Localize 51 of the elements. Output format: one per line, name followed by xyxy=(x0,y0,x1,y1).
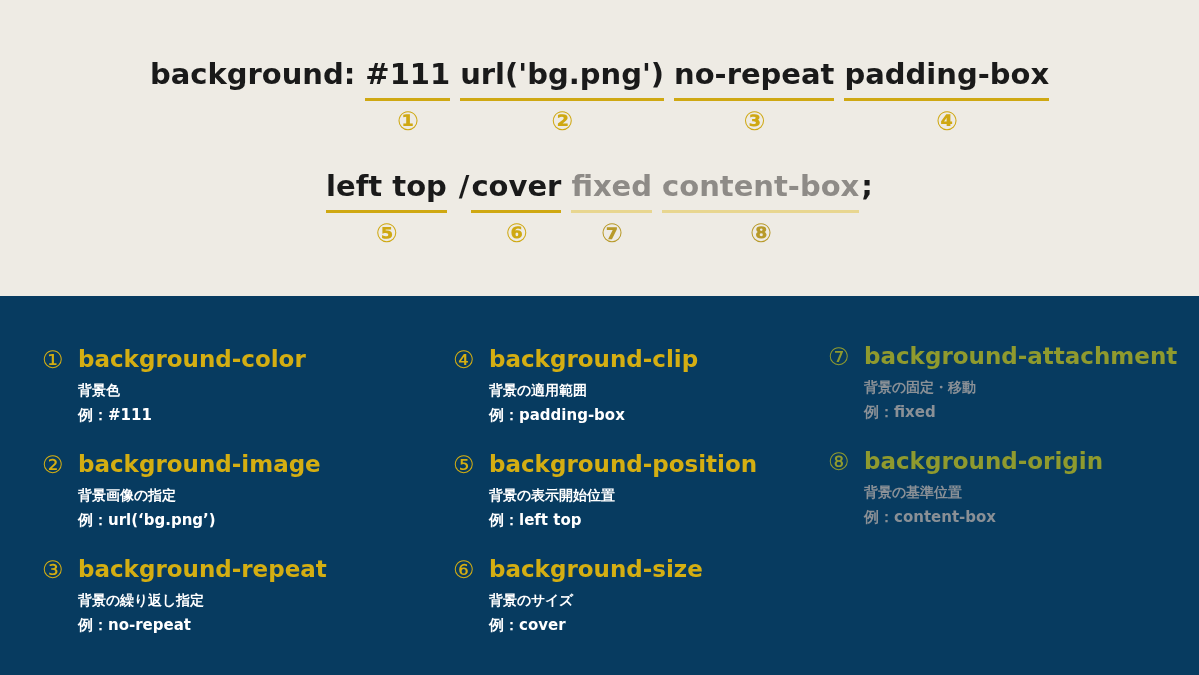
property-name: background-position xyxy=(489,450,758,479)
callout-number: ⑥ xyxy=(453,556,475,584)
callout-number: ② xyxy=(42,451,64,479)
callout-number: ⑤ xyxy=(375,219,398,247)
callout-number: ① xyxy=(396,107,419,135)
property-name: background-size xyxy=(489,555,703,584)
property-description: 背景のサイズ xyxy=(489,591,573,610)
callout-number: ③ xyxy=(42,556,64,584)
property-description: 背景の適用範囲 xyxy=(489,381,587,400)
property-description: 背景の表示開始位置 xyxy=(489,486,615,505)
code-token: no-repeat xyxy=(674,56,835,93)
code-token: fixed xyxy=(571,168,653,205)
callout-number: ⑤ xyxy=(453,451,475,479)
callout-number: ② xyxy=(551,107,574,135)
code-token: background: xyxy=(149,56,356,93)
callout-number: ⑥ xyxy=(505,219,528,247)
callout-number: ⑧ xyxy=(828,448,850,476)
callout-number: ④ xyxy=(935,107,958,135)
code-token: / xyxy=(458,168,470,205)
property-name: background-origin xyxy=(864,447,1104,476)
property-name: background-clip xyxy=(489,345,699,374)
example-value: 例：no-repeat xyxy=(78,615,191,635)
example-value: 例：left top xyxy=(489,510,582,530)
code-token: padding-box xyxy=(844,56,1050,93)
example-value: 例：fixed xyxy=(864,402,936,422)
property-description: 背景の基準位置 xyxy=(864,483,962,502)
property-description: 背景色 xyxy=(78,381,120,400)
code-token: cover xyxy=(471,168,562,205)
example-value: 例：cover xyxy=(489,615,566,635)
code-token: url('bg.png') xyxy=(460,56,665,93)
code-token: ; xyxy=(861,168,873,205)
callout-number: ⑧ xyxy=(749,219,772,247)
callout-number: ④ xyxy=(453,346,475,374)
property-description: 背景画像の指定 xyxy=(78,486,176,505)
code-token: content-box xyxy=(662,168,860,205)
property-name: background-color xyxy=(78,345,306,374)
example-value: 例：padding-box xyxy=(489,405,625,425)
property-description: 背景の繰り返し指定 xyxy=(78,591,204,610)
callout-number: ⑦ xyxy=(600,219,623,247)
callout-number: ③ xyxy=(743,107,766,135)
code-token: #111 xyxy=(365,56,451,93)
callout-number: ⑦ xyxy=(828,343,850,371)
example-value: 例：content-box xyxy=(864,507,996,527)
example-value: 例：#111 xyxy=(78,405,152,425)
code-token: left top xyxy=(326,168,447,205)
example-value: 例：url(‘bg.png’) xyxy=(78,510,216,530)
property-name: background-repeat xyxy=(78,555,327,584)
property-name: background-attachment xyxy=(864,342,1178,371)
callout-number: ① xyxy=(42,346,64,374)
property-name: background-image xyxy=(78,450,321,479)
property-description: 背景の固定・移動 xyxy=(864,378,976,397)
